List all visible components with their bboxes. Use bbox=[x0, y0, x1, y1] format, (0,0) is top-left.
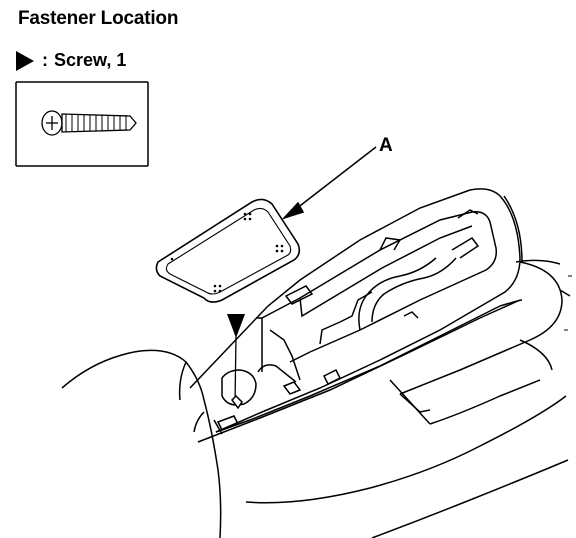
center-console bbox=[189, 188, 563, 443]
legend-label: Screw, 1 bbox=[54, 50, 127, 70]
screw-location-marker bbox=[227, 314, 245, 406]
callout-arrow-a bbox=[281, 146, 377, 220]
screw-inset bbox=[15, 81, 149, 167]
callout-label-a: A bbox=[379, 135, 393, 156]
screw-marker-icon bbox=[16, 50, 34, 71]
legend-colon: : bbox=[42, 50, 48, 70]
armrest bbox=[61, 289, 571, 538]
screw-icon bbox=[41, 110, 137, 136]
edge-ticks bbox=[564, 275, 572, 331]
fastener-legend: : Screw, 1 bbox=[16, 50, 126, 71]
page-title: Fastener Location bbox=[18, 8, 179, 29]
cover-part-a bbox=[155, 198, 301, 303]
